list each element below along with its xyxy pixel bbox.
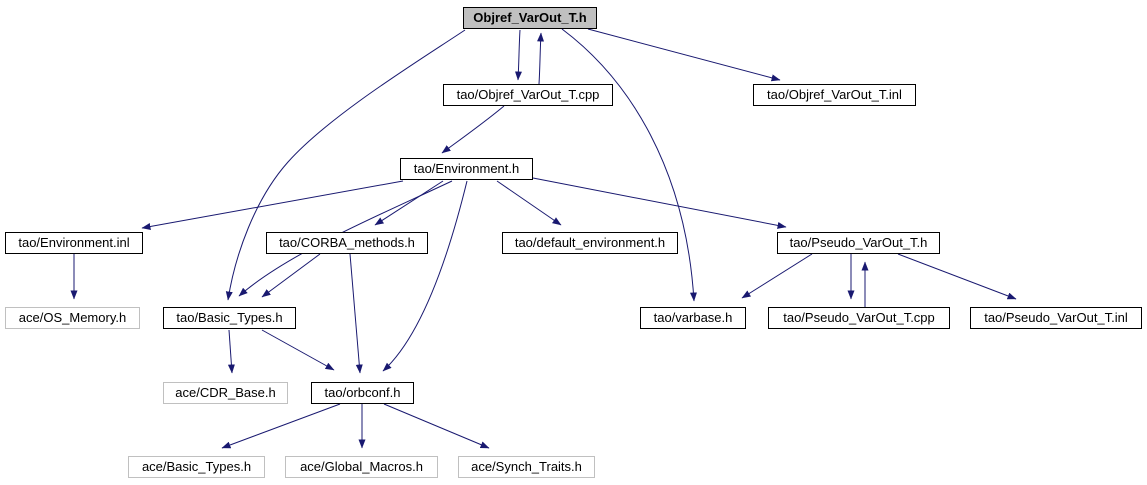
graph-node-objref_varout_h: Objref_VarOut_T.h <box>463 7 597 29</box>
edge-objref_varout_h-to-objref_varout_cpp <box>514 29 522 81</box>
edge-environment_h-to-orbconf_h <box>382 180 468 372</box>
graph-node-objref_varout_cpp[interactable]: tao/Objref_VarOut_T.cpp <box>443 84 613 106</box>
graph-node-orbconf_h[interactable]: tao/orbconf.h <box>311 382 414 404</box>
edge-basic_types_h-to-orbconf_h <box>261 329 335 371</box>
edge-corba_methods_h-to-basic_types_h <box>261 253 321 298</box>
graph-node-environment_h[interactable]: tao/Environment.h <box>400 158 533 180</box>
edge-objref_varout_h-to-basic_types_h <box>225 29 466 301</box>
graph-node-cdr_base_h: ace/CDR_Base.h <box>163 382 288 404</box>
graph-node-synch_traits_h: ace/Synch_Traits.h <box>458 456 595 478</box>
graph-node-objref_varout_inl[interactable]: tao/Objref_VarOut_T.inl <box>753 84 916 106</box>
edge-objref_varout_cpp-to-objref_varout_h <box>537 32 545 85</box>
graph-node-pseudo_varout_inl[interactable]: tao/Pseudo_VarOut_T.inl <box>970 307 1142 329</box>
graph-node-basic_types_h[interactable]: tao/Basic_Types.h <box>163 307 296 329</box>
edge-objref_varout_h-to-varbase_h <box>561 28 697 302</box>
edge-environment_h-to-default_env_h <box>496 180 562 226</box>
graph-node-os_memory_h: ace/OS_Memory.h <box>5 307 140 329</box>
graph-node-corba_methods_h[interactable]: tao/CORBA_methods.h <box>266 232 428 254</box>
edge-orbconf_h-to-synch_traits_h <box>383 403 490 449</box>
edge-pseudo_varout_h-to-pseudo_varout_inl <box>897 253 1017 300</box>
edge-objref_varout_cpp-to-environment_h <box>441 105 505 154</box>
graph-node-pseudo_varout_h[interactable]: tao/Pseudo_VarOut_T.h <box>777 232 940 254</box>
graph-node-environment_inl[interactable]: tao/Environment.inl <box>5 232 143 254</box>
edge-pseudo_varout_h-to-varbase_h <box>741 253 813 299</box>
graph-node-global_macros_h: ace/Global_Macros.h <box>285 456 438 478</box>
edge-environment_h-to-pseudo_varout_h <box>532 177 787 229</box>
edge-environment_h-to-corba_methods_h <box>374 180 444 226</box>
graph-node-ace_basic_types_h: ace/Basic_Types.h <box>128 456 265 478</box>
edge-environment_h-to-environment_inl <box>141 180 404 230</box>
graph-node-pseudo_varout_cpp[interactable]: tao/Pseudo_VarOut_T.cpp <box>768 307 950 329</box>
graph-node-varbase_h[interactable]: tao/varbase.h <box>640 307 746 329</box>
edge-objref_varout_h-to-objref_varout_inl <box>587 28 781 82</box>
edge-orbconf_h-to-ace_basic_types_h <box>221 403 341 449</box>
edge-basic_types_h-to-cdr_base_h <box>227 329 235 374</box>
edge-corba_methods_h-to-orbconf_h <box>349 253 363 374</box>
graph-node-default_env_h[interactable]: tao/default_environment.h <box>502 232 678 254</box>
